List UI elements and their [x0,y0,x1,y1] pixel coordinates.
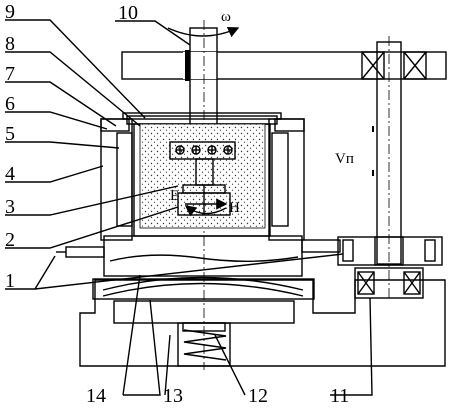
label-13: 13 [163,385,183,407]
omega-symbol: ω [221,9,231,25]
label-4: 4 [5,163,15,185]
h-field-symbol: H [229,200,240,216]
rotation-arrow: ω [167,9,240,38]
label-14: 14 [86,385,106,407]
velocity-annotation: Vп [335,126,374,176]
drive-coupling [337,236,443,266]
top-beam [121,50,447,81]
base-table [79,267,446,367]
magnet-block: E H [169,141,240,217]
label-6: 6 [5,93,15,115]
label-12: 12 [248,385,268,407]
part-labels: 9 8 7 6 5 4 3 2 1 10 14 13 12 11 [5,1,349,407]
label-9: 9 [5,1,15,23]
label-5: 5 [5,123,15,145]
label-11: 11 [330,385,349,407]
outer-housing [100,118,305,241]
velocity-symbol: Vп [335,151,354,167]
label-7: 7 [5,63,15,85]
workpiece-holder [56,235,341,277]
label-1: 1 [5,270,15,292]
label-8: 8 [5,33,15,55]
label-2: 2 [5,229,15,251]
leader-lines [5,19,373,396]
drive-shaft [376,36,402,300]
label-10: 10 [118,2,138,24]
e-field-symbol: E [170,188,179,204]
label-3: 3 [5,196,15,218]
coil-symbols [175,145,233,155]
